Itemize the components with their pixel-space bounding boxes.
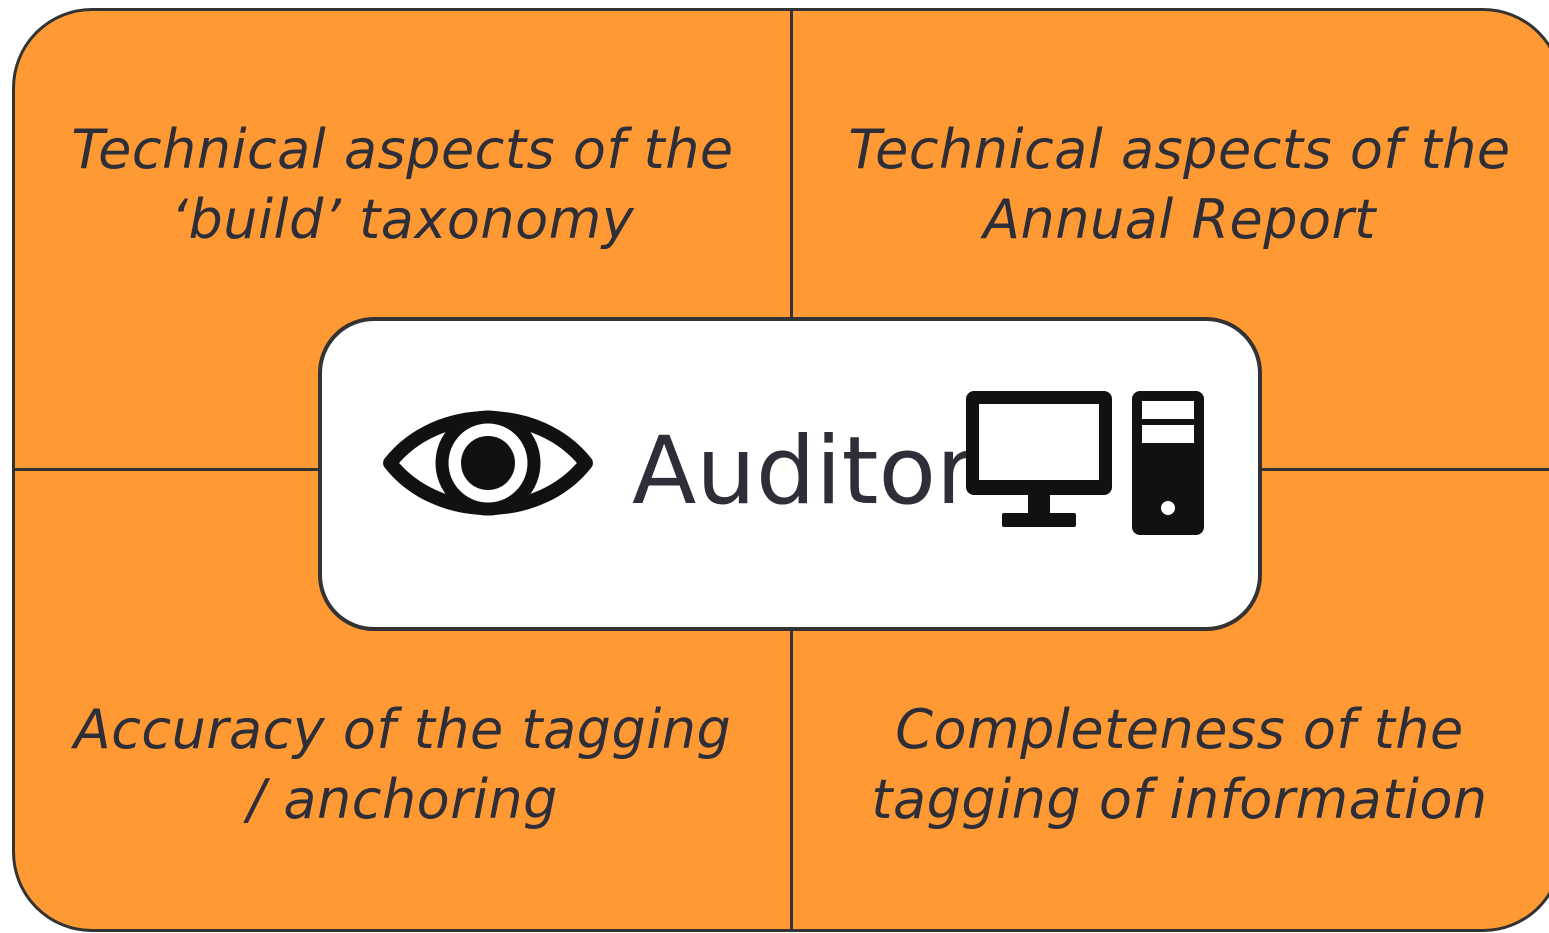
quadrant-top-right-line1: Technical aspects of the (848, 118, 1511, 181)
eye-icon (383, 410, 593, 516)
quadrant-bottom-left: Accuracy of the tagging / anchoring (15, 695, 790, 835)
quadrant-bottom-right-line1: Completeness of the (895, 698, 1464, 761)
quadrant-bottom-right: Completeness of the tagging of informati… (793, 695, 1549, 835)
quadrant-top-right-line2: Annual Report (983, 188, 1376, 251)
quadrant-top-left-line2: ‘build’ taxonomy (170, 188, 635, 251)
auditor-title: Auditor (632, 417, 975, 526)
quadrant-top-left: Technical aspects of the ‘build’ taxonom… (15, 115, 790, 255)
quadrant-bottom-left-line2: / anchoring (247, 768, 558, 831)
auditor-center-box: Auditor (318, 317, 1262, 631)
quadrant-top-left-line1: Technical aspects of the (71, 118, 734, 181)
computer-icon (966, 391, 1204, 535)
quadrant-bottom-right-line2: tagging of information (871, 768, 1488, 831)
quadrant-bottom-left-line1: Accuracy of the tagging (73, 698, 732, 761)
quadrant-top-right: Technical aspects of the Annual Report (793, 115, 1549, 255)
audit-quadrant-diagram: Technical aspects of the ‘build’ taxonom… (12, 8, 1549, 932)
